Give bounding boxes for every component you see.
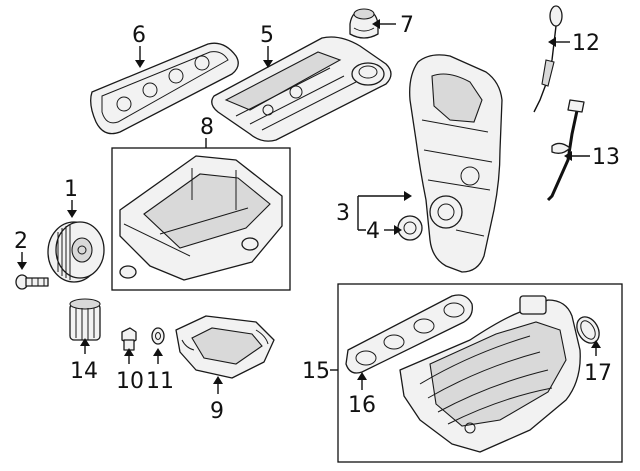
- oil-filter[interactable]: [69, 298, 101, 341]
- callout-15: 15: [302, 359, 330, 384]
- callout-4: 4: [366, 219, 380, 244]
- crankshaft-pulley[interactable]: [47, 221, 105, 283]
- callout-6: 6: [132, 23, 146, 48]
- valve-cover[interactable]: [211, 36, 392, 142]
- callout-11: 11: [146, 369, 174, 394]
- arrow-9: [213, 376, 223, 384]
- arrow-10: [124, 348, 134, 356]
- dipstick-tube[interactable]: [546, 99, 585, 202]
- arrow-2: [17, 262, 27, 270]
- arrow-12: [548, 37, 556, 47]
- front-seal[interactable]: [397, 215, 423, 241]
- callout-7: 7: [400, 13, 414, 38]
- valve-cover-gasket[interactable]: [90, 42, 239, 135]
- arrow-17: [591, 340, 601, 348]
- arrow-13: [564, 151, 572, 161]
- callout-17: 17: [584, 361, 612, 386]
- callout-12: 12: [572, 31, 600, 56]
- callout-8: 8: [200, 115, 214, 140]
- callout-10: 10: [116, 369, 144, 394]
- arrow-1: [67, 210, 77, 218]
- intake-manifold-box: [337, 283, 623, 463]
- arrow-6: [135, 60, 145, 68]
- upper-oil-pan-box: [111, 147, 291, 291]
- arrow-7: [372, 19, 380, 29]
- callout-9: 9: [210, 399, 224, 424]
- intake-gasket[interactable]: [345, 294, 473, 374]
- lower-oil-pan[interactable]: [175, 315, 275, 379]
- drain-plug[interactable]: [121, 327, 137, 351]
- oil-filler-cap[interactable]: [349, 8, 379, 39]
- callout-16: 16: [348, 393, 376, 418]
- arrow-5: [263, 60, 273, 68]
- callout-3: 3: [336, 201, 350, 226]
- arrow-16: [357, 372, 367, 380]
- arrow-11: [153, 348, 163, 356]
- leader-3: [357, 195, 404, 231]
- arrow-4: [394, 225, 402, 235]
- oil-dipstick[interactable]: [533, 5, 563, 113]
- pulley-bolt[interactable]: [15, 274, 49, 290]
- callout-1: 1: [64, 177, 78, 202]
- callout-5: 5: [260, 23, 274, 48]
- callout-2: 2: [14, 229, 28, 254]
- drain-plug-washer[interactable]: [151, 327, 165, 345]
- arrow-14: [80, 338, 90, 346]
- timing-cover[interactable]: [409, 54, 503, 273]
- callout-14: 14: [70, 359, 98, 384]
- callout-13: 13: [592, 145, 620, 170]
- upper-oil-pan[interactable]: [119, 155, 283, 281]
- arrow-3: [404, 191, 412, 201]
- intake-manifold[interactable]: [399, 295, 581, 453]
